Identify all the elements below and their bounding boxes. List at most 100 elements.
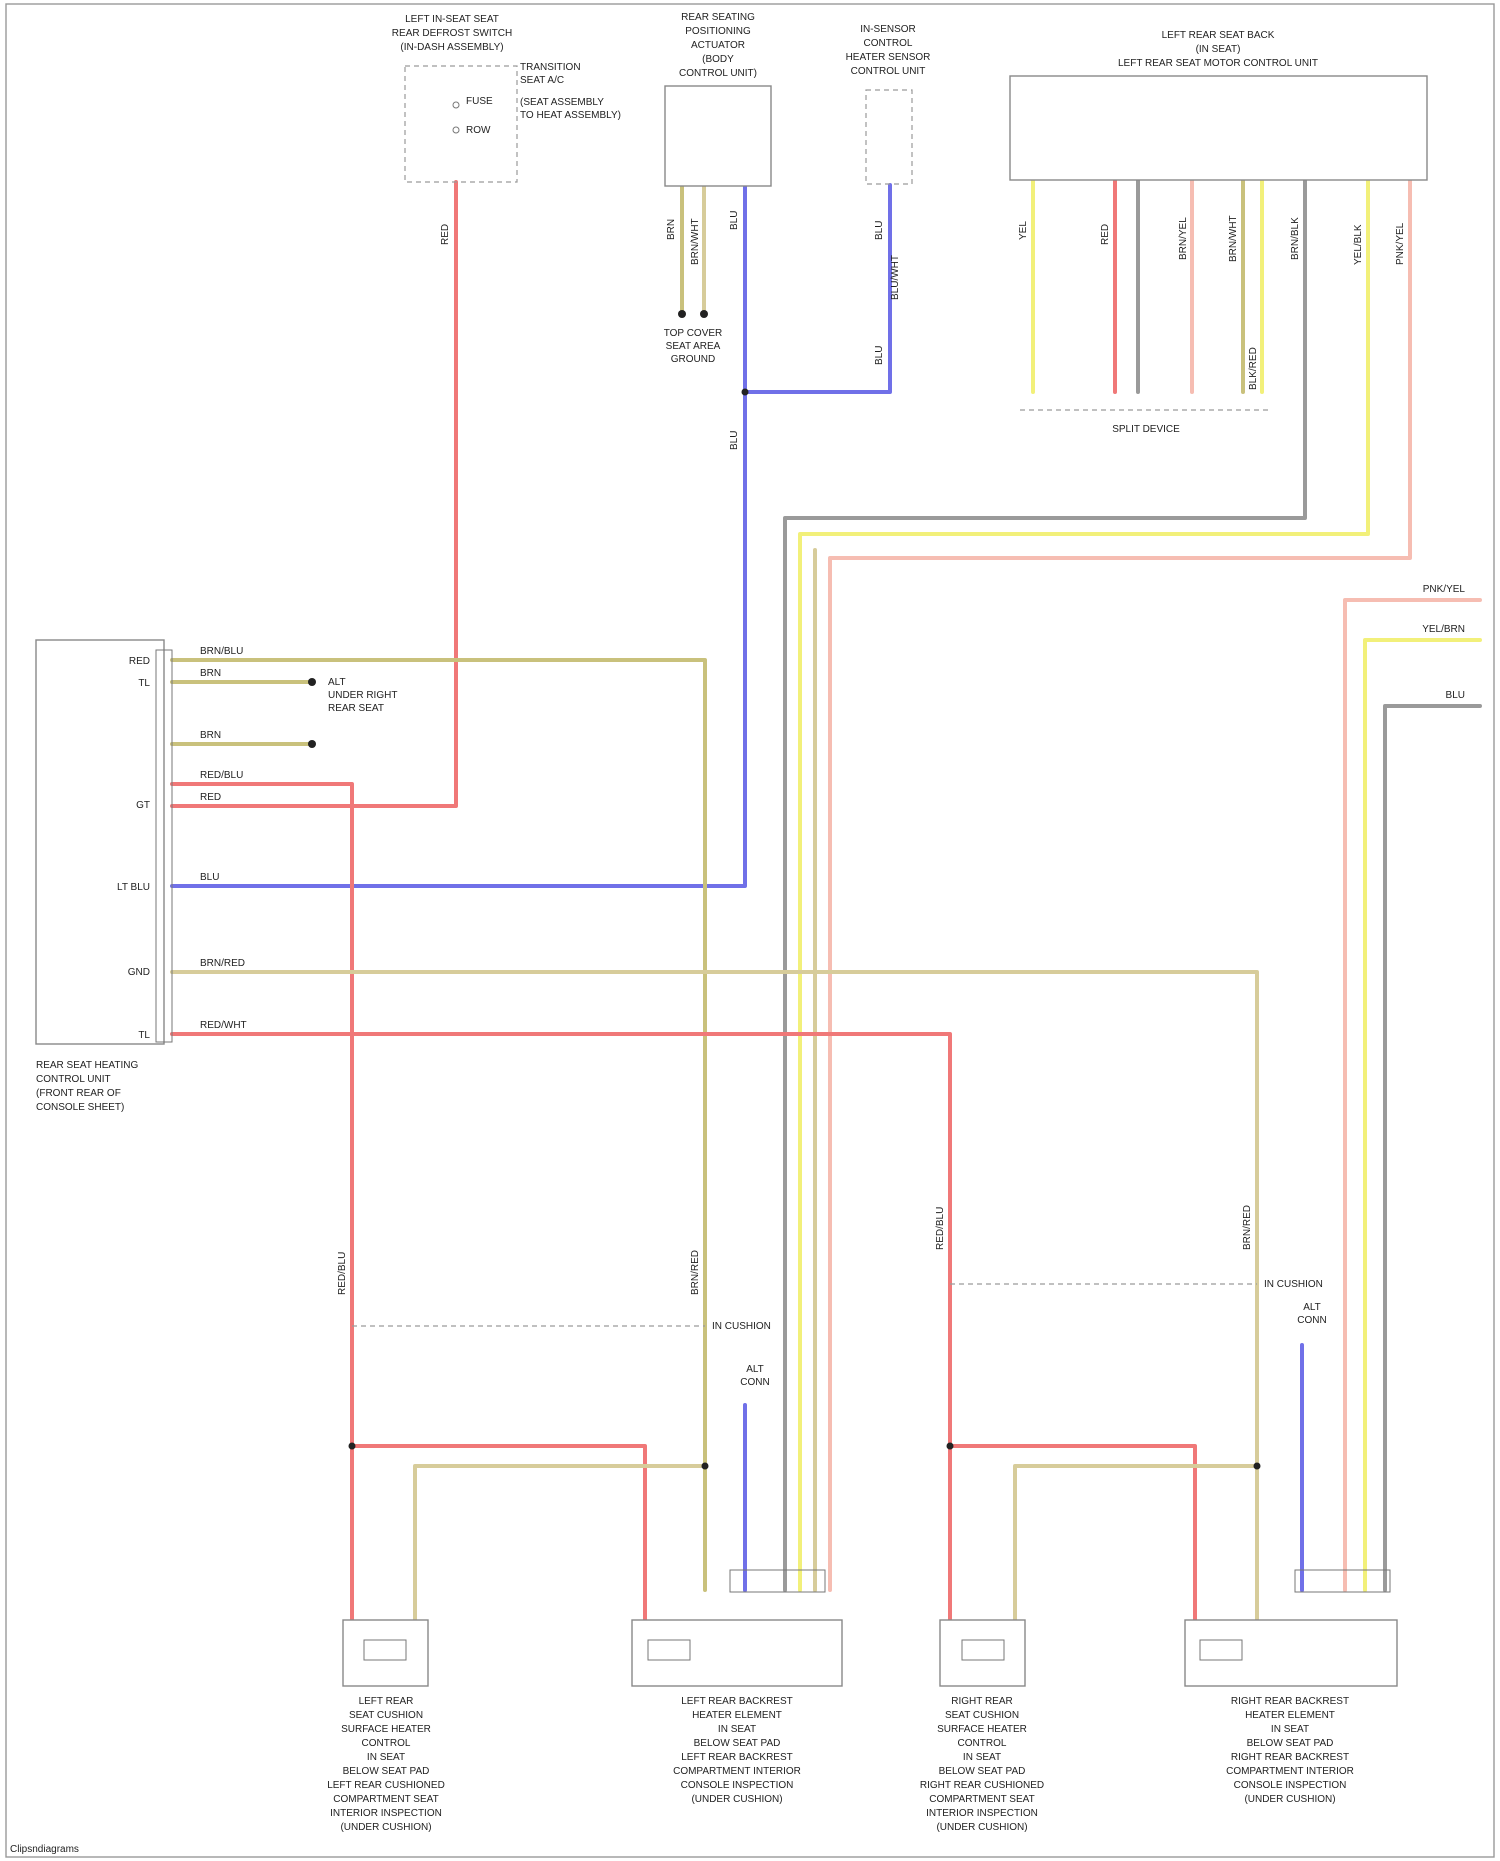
bottom_2-label-line: LEFT REAR BACKREST [681,1696,793,1707]
wire-red-mid [172,1034,950,1620]
bottom_3-label-line: SEAT CUSHION [945,1710,1019,1721]
left-wire-label-5: BLU [200,872,219,883]
bottom_4-label-line: CONSOLE INSPECTION [1234,1780,1347,1791]
top-switch-label-2: (IN-DASH ASSEMBLY) [400,42,503,53]
cluster-label-2: BRN/YEL [1178,217,1189,260]
left-module-label-2: (FRONT REAR OF [36,1088,121,1099]
top-switch-note-1: SEAT A/C [520,75,564,86]
wire-tan-branch-left [415,1466,705,1620]
bottom_3-label-line: COMPARTMENT SEAT [929,1794,1034,1805]
bottom_3-label-line: IN SEAT [963,1752,1001,1763]
bottom_2-label-line: IN SEAT [718,1724,756,1735]
alt-label-right-0: ALT [1303,1302,1321,1313]
left-wire-label-6: BRN/RED [200,958,245,969]
bottom-4-pins [1295,1570,1390,1592]
left-pin-label-2: GT [136,800,150,811]
junction-ground-left-2 [308,740,316,748]
junction-red-right [947,1443,954,1450]
wire-olive-mid [172,972,1257,1620]
left-ground-note-0: ALT [328,677,346,688]
bottom_1-label-line: INTERIOR INSPECTION [330,1808,442,1819]
top-switch-pin-label-0: FUSE [466,96,493,107]
top-tan-label-1: BRN/WHT [690,218,701,265]
top-module-label-1: POSITIONING [685,26,751,37]
top-module-ground-1: SEAT AREA [666,341,721,352]
right-exit-label-0: PNK/YEL [1423,584,1466,595]
top-right-module-label-2: LEFT REAR SEAT MOTOR CONTROL UNIT [1118,58,1318,69]
junction-tan-right [1254,1463,1261,1470]
cluster-label-4: BLK/RED [1248,347,1259,390]
bottom_1-label-line: COMPARTMENT SEAT [333,1794,438,1805]
left-wire-label-2: BRN [200,730,221,741]
wire-pink-long [830,180,1410,1590]
bottom_4-label-line: RIGHT REAR BACKREST [1231,1696,1349,1707]
bottom_1-label-line: SURFACE HEATER [341,1724,431,1735]
wire-tan-branch-right [1015,1466,1257,1620]
sensor-blue-label-1: BLU/WHT [890,255,901,300]
top-blue-label: BLU [729,211,740,230]
top-module-label-0: REAR SEATING [681,12,755,23]
bottom-heater-2-box [632,1620,842,1686]
top-sensor-label-0: IN-SENSOR [860,24,916,35]
left-module-label-1: CONTROL UNIT [36,1074,111,1085]
junction-red-left [349,1443,356,1450]
left-wire-label-3: RED/BLU [200,770,243,781]
vertical-red-label-1: RED/BLU [337,1252,348,1295]
bottom-heater-4-box [1185,1620,1397,1686]
bottom_2-label-line: COMPARTMENT INTERIOR [673,1766,801,1777]
left-wire-label-7: RED/WHT [200,1020,247,1031]
diagram-frame [6,4,1494,1857]
left-wire-label-1: BRN [200,668,221,679]
bottom_2-label-line: BELOW SEAT PAD [694,1738,781,1749]
cluster-label-0: YEL [1018,221,1029,240]
vertical-tan-label-1: BRN/RED [690,1250,701,1295]
left-ground-note-1: UNDER RIGHT [328,690,397,701]
left-module-box [36,640,164,1044]
bottom_1-label-line: LEFT REAR [359,1696,414,1707]
bottom_3-label-line: BELOW SEAT PAD [939,1766,1026,1777]
bottom_4-label-line: COMPARTMENT INTERIOR [1226,1766,1354,1777]
top-right-module-box [1010,76,1427,180]
bottom-heater-1-box [343,1620,428,1686]
junction-ground-left-1 [308,678,316,686]
top-module-ground-0: TOP COVER [664,328,723,339]
bottom-labels: LEFT REAR SEAT CUSHION SURFACE HEATER CONTR… [327,1696,1354,1833]
junction-tan-left [702,1463,709,1470]
bottom_2-label-line: LEFT REAR BACKREST [681,1752,793,1763]
bottom_3-label-line: SURFACE HEATER [937,1724,1027,1735]
top-module-label-3: (BODY [702,54,734,65]
junction-blue [742,389,749,396]
bottom_3-label-line: RIGHT REAR CUSHIONED [920,1780,1044,1791]
top-switch-label-1: REAR DEFROST SWITCH [392,28,512,39]
bottom_4-label-line: IN SEAT [1271,1724,1309,1735]
wire-red-switch [172,182,456,806]
inline-label-left: IN CUSHION [712,1321,771,1332]
wire-gray-exit [1385,706,1480,1590]
wire-blue-module [172,185,745,886]
alt-label-right-1: CONN [1297,1315,1326,1326]
top-sensor-label-3: CONTROL UNIT [851,66,926,77]
top-switch-pin-1 [453,102,459,108]
wire-red-branch-right [950,1446,1195,1620]
right-exit-label-1: YEL/BRN [1422,624,1465,635]
bottom_3-label-line: INTERIOR INSPECTION [926,1808,1038,1819]
bottom_1-label-line: BELOW SEAT PAD [343,1766,430,1777]
vertical-tan-label-2: BRN/RED [1242,1205,1253,1250]
cluster-label-3: BRN/WHT [1228,215,1239,262]
top-switch-note-2: (SEAT ASSEMBLY [520,97,604,108]
bottom_4-label-line: RIGHT REAR BACKREST [1231,1752,1349,1763]
top-switch-pin-label-1: ROW [466,125,491,136]
top-switch-note-0: TRANSITION [520,62,581,73]
bottom_3-label-line: (UNDER CUSHION) [936,1822,1027,1833]
left-pin-label-5: TL [138,1030,150,1041]
inline-label-right: IN CUSHION [1264,1279,1323,1290]
cluster-label-7: PNK/YEL [1395,222,1406,265]
bottom_3-label-line: CONTROL [958,1738,1007,1749]
left-ground-note-2: REAR SEAT [328,703,384,714]
alt-label-left-0: ALT [746,1364,764,1375]
left-pin-label-1: TL [138,678,150,689]
bottom_1-label-line: (UNDER CUSHION) [340,1822,431,1833]
bottom_4-label-line: BELOW SEAT PAD [1247,1738,1334,1749]
cluster-label-5: BRN/BLK [1290,217,1301,260]
bottom_1-label-line: CONTROL [362,1738,411,1749]
